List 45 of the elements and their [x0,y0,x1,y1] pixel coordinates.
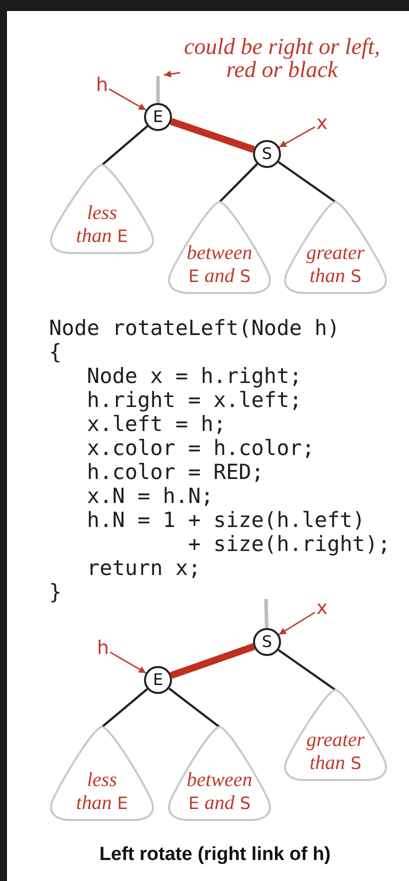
figure-caption: Left rotate (right link of h) [99,843,331,867]
parent-link-stub [156,76,160,103]
code-line: return x; [86,556,201,580]
code-line: { [49,340,62,364]
tree-link [101,688,148,728]
pointer-arrow [108,88,146,111]
subtree-label: between E and S [186,769,254,815]
subtree-triangle [167,200,272,295]
pointer-label: x [315,597,329,619]
pointer-arrow [278,612,316,636]
tree-link [278,649,336,691]
subtree-label: greater than S [305,242,366,288]
subtree-triangle [167,725,272,822]
annotation-text: could be right or left, red or black [180,35,384,81]
code-line: } [49,580,62,604]
rotated-link [170,118,255,153]
subtree-triangle [49,725,155,822]
code-line: x.color = h.color; [86,436,314,460]
subtree-triangle [283,688,388,782]
parent-link-stub [264,598,268,628]
subtree-triangle [49,163,155,255]
pointer-arrow [110,651,146,674]
subtree-label: between E and S [186,242,254,288]
subtree-label: less than E [75,202,129,248]
pointer-label: h [95,74,109,96]
pointer-label: x [315,112,329,134]
tree-link [168,688,220,728]
code-line: Node rotateLeft(Node h) [49,316,340,340]
rotated-link [170,643,255,679]
tree-link [218,163,258,203]
subtree-label: greater than S [305,729,366,775]
pointer-label: h [96,637,110,659]
code-line: + size(h.right); [188,532,390,556]
pointer-arrow [278,126,316,148]
code-line: Node x = h.right; [86,364,302,388]
code-line: h.N = 1 + size(h.left) [86,508,366,532]
subtree-triangle [283,200,388,295]
pointer-arrow [164,70,180,78]
code-line: x.N = h.N; [86,484,214,508]
subtree-label: less than E [75,769,129,815]
tree-link [278,161,336,203]
code-line: x.left = h; [86,412,226,436]
code-line: h.right = x.left; [86,388,302,412]
code-line: h.color = RED; [86,460,264,484]
tree-link [101,125,148,166]
